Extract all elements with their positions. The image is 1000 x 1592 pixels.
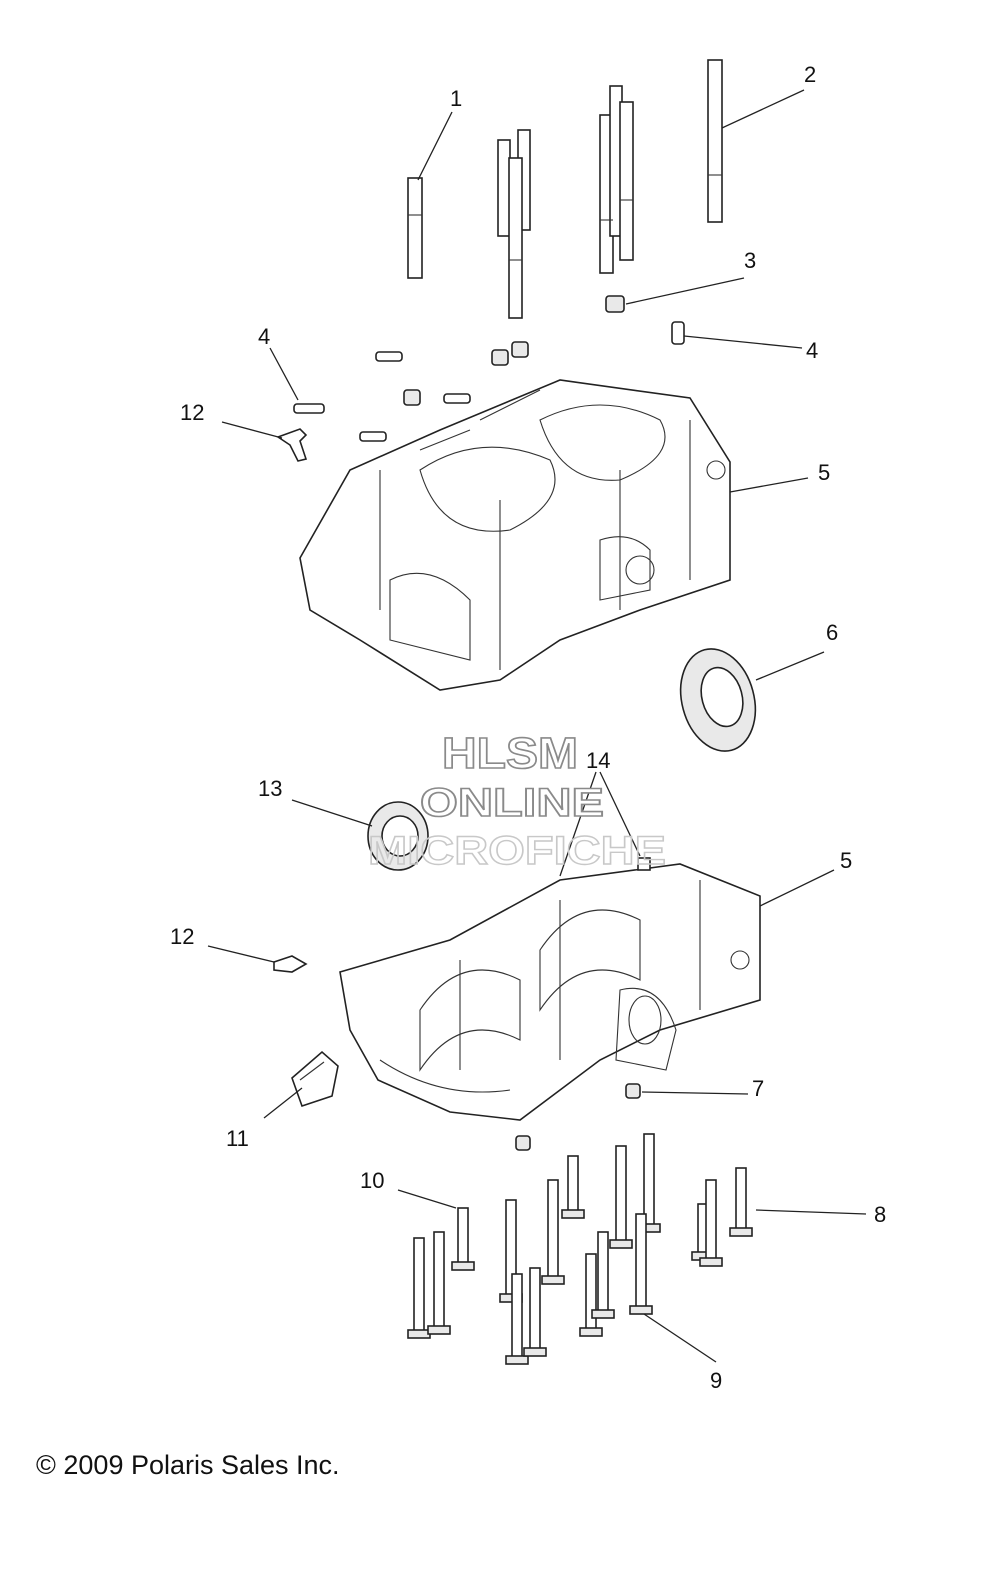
stud-2: [707, 59, 723, 223]
callout-numbers: 1 2 3 4 4 12 5 6 13 14 5 12 7 11 10 8 9: [170, 62, 886, 1393]
callout-6: 6: [826, 620, 838, 645]
callout-9: 9: [710, 1368, 722, 1393]
watermark: HLSM ONLINE MICROFICHE: [367, 728, 666, 874]
callout-7: 7: [752, 1076, 764, 1101]
lower-crankcase: [339, 857, 761, 1121]
fittings: [273, 321, 685, 973]
callout-5a: 5: [818, 460, 830, 485]
callout-8: 8: [874, 1202, 886, 1227]
callout-1: 1: [450, 86, 462, 111]
watermark-line2: ONLINE: [420, 781, 604, 825]
callout-13: 13: [258, 776, 282, 801]
upper-crankcase: [299, 379, 731, 691]
oil-seal-13: [367, 801, 429, 871]
callout-4a: 4: [258, 324, 270, 349]
callout-4b: 4: [806, 338, 818, 363]
callout-12a: 12: [180, 400, 204, 425]
copyright-notice: © 2009 Polaris Sales Inc.: [36, 1450, 340, 1480]
dowel-caps: [403, 295, 641, 1151]
leader-lines: [207, 89, 867, 1363]
callout-14: 14: [586, 748, 610, 773]
callout-5b: 5: [840, 848, 852, 873]
callout-12b: 12: [170, 924, 194, 949]
sensor-11: [291, 1050, 339, 1108]
oil-seal-6: [679, 648, 757, 752]
callout-11: 11: [226, 1126, 249, 1151]
callout-2: 2: [804, 62, 816, 87]
bolts: [407, 1133, 753, 1365]
callout-3: 3: [744, 248, 756, 273]
stud-group-1: [407, 85, 634, 319]
watermark-line3: MICROFICHE: [368, 829, 666, 873]
callout-10: 10: [360, 1168, 384, 1193]
watermark-line1: HLSM: [442, 729, 578, 778]
